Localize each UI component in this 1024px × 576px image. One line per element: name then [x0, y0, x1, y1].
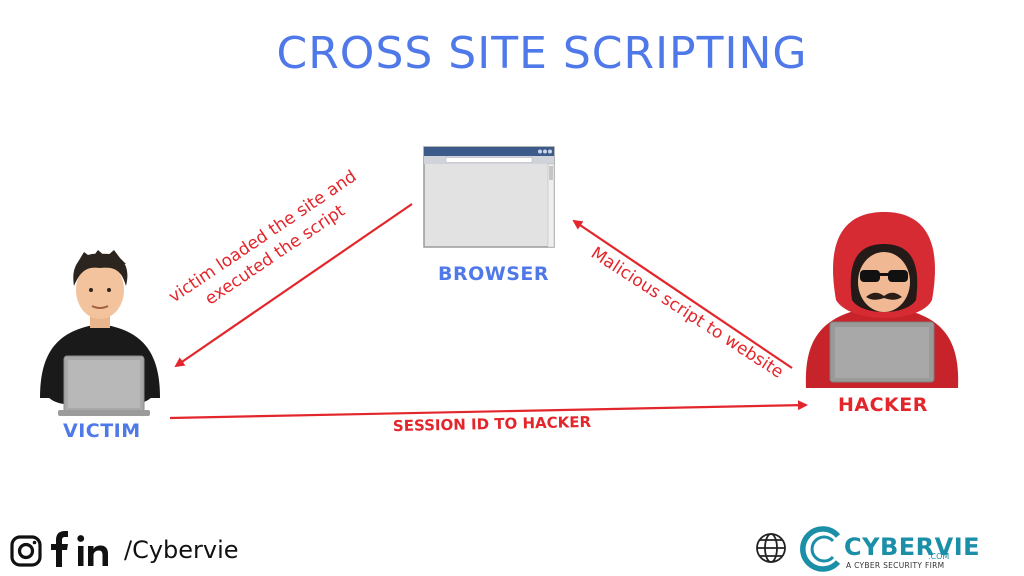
brand-suffix: .COM — [928, 552, 950, 561]
social-handle[interactable]: /Cybervie — [124, 536, 239, 564]
cybervie-logo-icon — [800, 526, 841, 572]
browser-label: BROWSER — [438, 263, 550, 285]
facebook-icon[interactable] — [51, 531, 68, 567]
hacker-label: HACKER — [838, 394, 928, 416]
globe-icon[interactable] — [756, 533, 786, 563]
instagram-icon[interactable] — [10, 535, 42, 567]
victim-label: VICTIM — [63, 420, 141, 442]
hacker-person-icon — [805, 212, 959, 388]
victim-person-icon — [40, 250, 160, 416]
arrow-victim-to-hacker — [169, 400, 808, 420]
page-title: CROSS SITE SCRIPTING — [276, 28, 808, 79]
arrow-hacker-to-browser — [572, 219, 793, 369]
linkedin-icon[interactable] — [77, 535, 108, 566]
browser-window-icon — [423, 146, 555, 248]
arrow-browser-to-victim — [174, 203, 413, 368]
brand-name: CYBERVIE — [844, 533, 981, 561]
brand-tagline: A CYBER SECURITY FIRM — [846, 561, 945, 570]
